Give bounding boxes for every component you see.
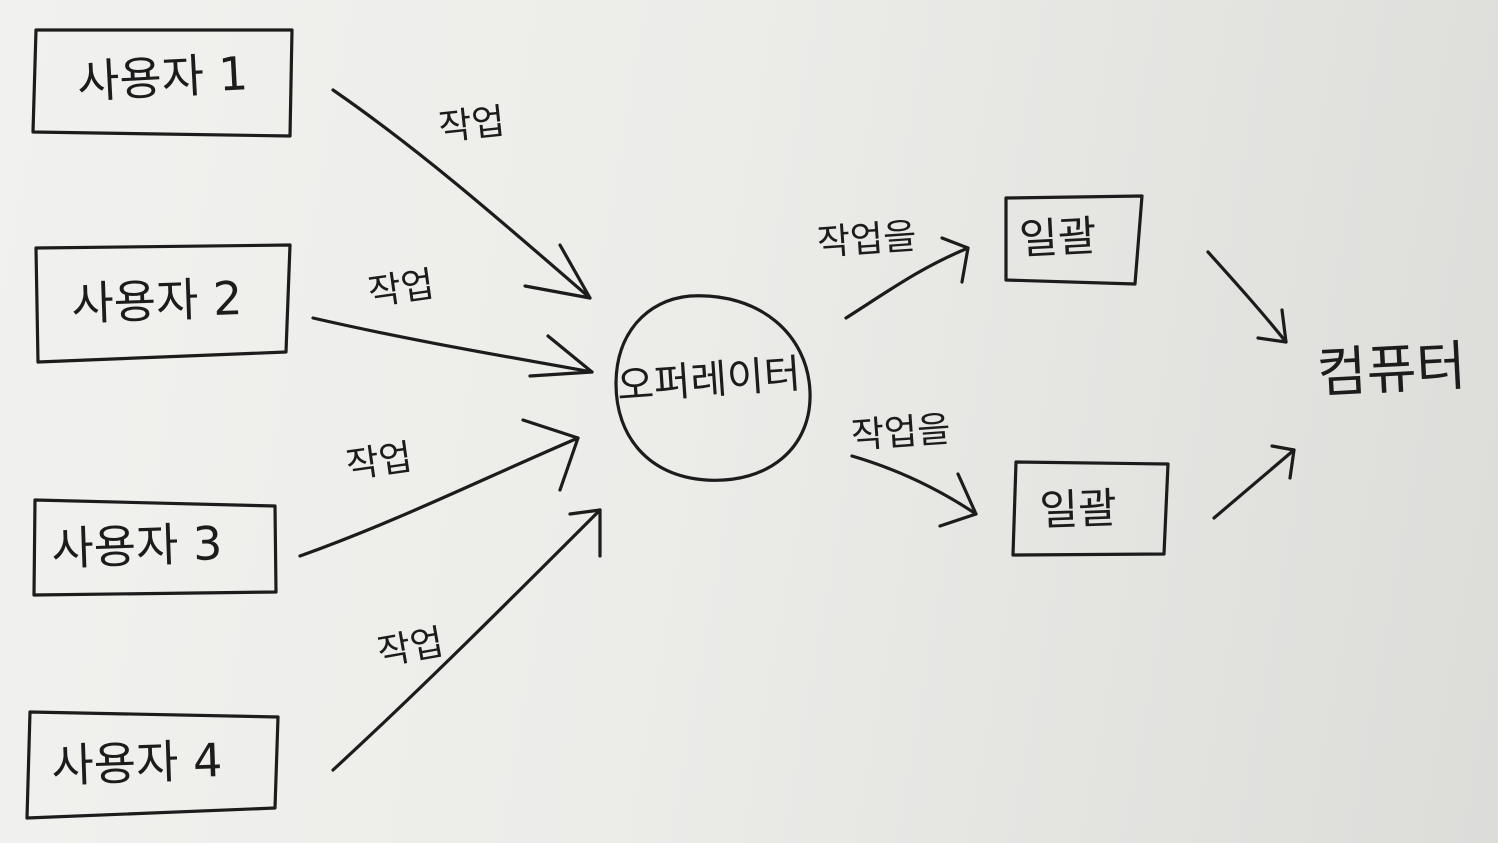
edge-label-user4: 작업: [374, 622, 446, 674]
arrow-user2-to-operator: [311, 316, 594, 378]
computer-label: 컴퓨터: [1315, 334, 1467, 405]
edge-label-user1: 작업: [437, 101, 507, 149]
edge-label-user3: 작업: [344, 437, 415, 487]
arrow-batch1-to-computer: [1206, 250, 1288, 344]
operator-circle: [614, 294, 812, 482]
user-label-4: 사용자 4: [50, 733, 223, 793]
arrow-operator-to-batch-2: [850, 454, 978, 528]
operator-label: 오퍼레이터: [615, 351, 802, 410]
user-node-4: 사용자 4: [25, 710, 280, 820]
batch-box-2: [1011, 460, 1170, 557]
operator-node: 오퍼레이터: [614, 294, 812, 482]
edge-label-batch-1: 작업을: [816, 216, 918, 264]
user-node-3: 사용자 3: [32, 498, 278, 597]
arrow-user4-to-operator: [331, 508, 602, 772]
batch-node-2: 일괄: [1011, 460, 1170, 557]
edge-label-batch-2: 작업을: [850, 409, 952, 457]
batch-box-1: [1004, 194, 1144, 286]
user-label-3: 사용자 3: [50, 516, 223, 576]
edge-label-user2: 작업: [366, 264, 437, 314]
user-box-4: [25, 710, 280, 820]
user-label-2: 사용자 2: [70, 271, 243, 331]
user-box-3: [32, 498, 278, 597]
user-node-1: 사용자 1: [31, 28, 294, 138]
user-label-1: 사용자 1: [76, 46, 249, 109]
user-box-1: [31, 28, 294, 138]
user-node-2: 사용자 2: [34, 243, 292, 364]
arrow-operator-to-batch-1: [844, 236, 970, 320]
arrow-user3-to-operator: [298, 418, 580, 558]
arrow-user1-to-operator: [331, 88, 592, 300]
batch-label-1: 일괄: [1018, 211, 1098, 264]
batch-node-1: 일괄: [1004, 194, 1144, 286]
arrow-batch2-to-computer: [1212, 444, 1296, 520]
batch-label-2: 일괄: [1039, 483, 1118, 535]
user-box-2: [34, 243, 292, 364]
